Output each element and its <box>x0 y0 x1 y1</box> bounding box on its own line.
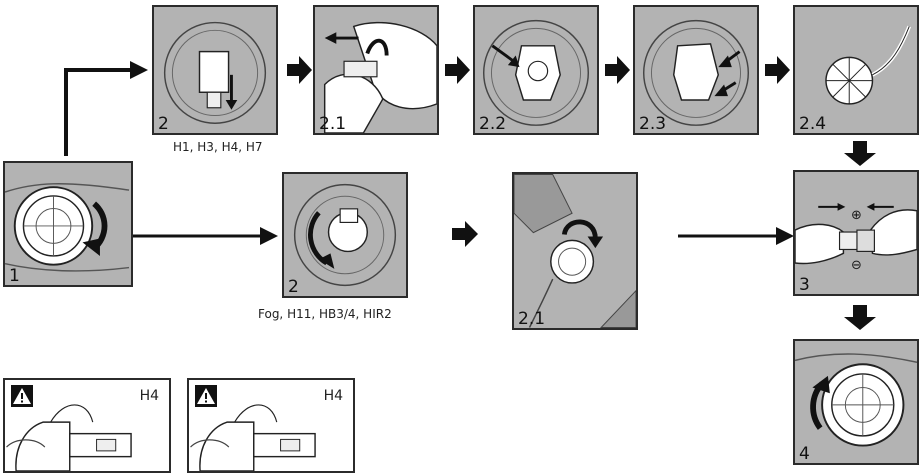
step-3-panel: ⊕ ⊖ 3 <box>793 170 919 296</box>
block-arrow-3-to-4 <box>844 305 876 330</box>
led-heatsink-illustration <box>825 25 912 105</box>
step-number: 2.1 <box>319 114 347 134</box>
bulb-model-label: H4 <box>323 388 343 404</box>
step-number: 1 <box>9 266 20 286</box>
h4-warning-panel-2: H4 <box>187 378 355 473</box>
step-2-4-upper-panel: 2.4 <box>793 5 919 135</box>
minus-symbol: ⊖ <box>851 258 862 273</box>
step-number: 2.1 <box>518 309 546 329</box>
plus-symbol: ⊕ <box>851 208 862 223</box>
step-2-upper-panel: 2 <box>152 5 278 135</box>
bulb-model-label: H4 <box>139 388 159 404</box>
lower-path-caption: Fog, H11, HB3/4, HIR2 <box>258 307 392 321</box>
block-arrow-2-1-to-2-2 <box>445 56 470 84</box>
block-arrow-2-to-2-1 <box>287 56 312 84</box>
unclip-bulb-illustration <box>323 21 437 133</box>
block-arrow-2-4-to-3 <box>844 141 876 166</box>
step-2-2-upper-panel: 2.2 <box>473 5 599 135</box>
step-number: 4 <box>799 444 810 464</box>
warning-triangle-icon <box>11 385 33 407</box>
step-number: 2.2 <box>479 114 507 134</box>
step-number: 3 <box>799 275 810 295</box>
bulb-in-housing-illustration <box>163 21 267 124</box>
block-arrow-2-3-to-2-4 <box>765 56 790 84</box>
refit-cap-illustration <box>795 353 917 447</box>
connector-step1-to-upper <box>64 61 148 156</box>
step-4-panel: 4 <box>793 339 919 465</box>
rotate-bulb-illustration <box>293 183 397 287</box>
step-2-1-upper-panel: 2.1 <box>313 5 439 135</box>
step-number: 2.3 <box>639 114 667 134</box>
headlamp-cap-illustration <box>5 183 130 272</box>
step-2-1-lower-panel: 2.1 <box>512 172 638 330</box>
block-arrow-2-2-to-2-3 <box>605 56 630 84</box>
h4-bulb-illustration <box>190 404 316 471</box>
step-number: 2.4 <box>799 114 827 134</box>
connector-lower-2-to-2-1 <box>452 221 478 247</box>
insert-led-illustration <box>642 19 750 126</box>
upper-path-caption: H1, H3, H4, H7 <box>173 140 263 154</box>
connector-lower-2-1-to-3 <box>678 227 794 245</box>
remove-bulb-illustration <box>482 19 590 126</box>
step-2-3-upper-panel: 2.3 <box>633 5 759 135</box>
connect-connector-illustration <box>795 202 917 265</box>
h4-warning-panel-1: H4 <box>3 378 171 473</box>
warning-triangle-icon <box>195 385 217 407</box>
step-number: 2 <box>288 277 299 297</box>
step-number: 2 <box>158 114 169 134</box>
insert-led-lower-illustration <box>514 174 636 328</box>
step-2-lower-panel: 2 <box>282 172 408 298</box>
step-1-panel: 1 <box>3 161 133 287</box>
h4-bulb-illustration <box>6 404 132 471</box>
